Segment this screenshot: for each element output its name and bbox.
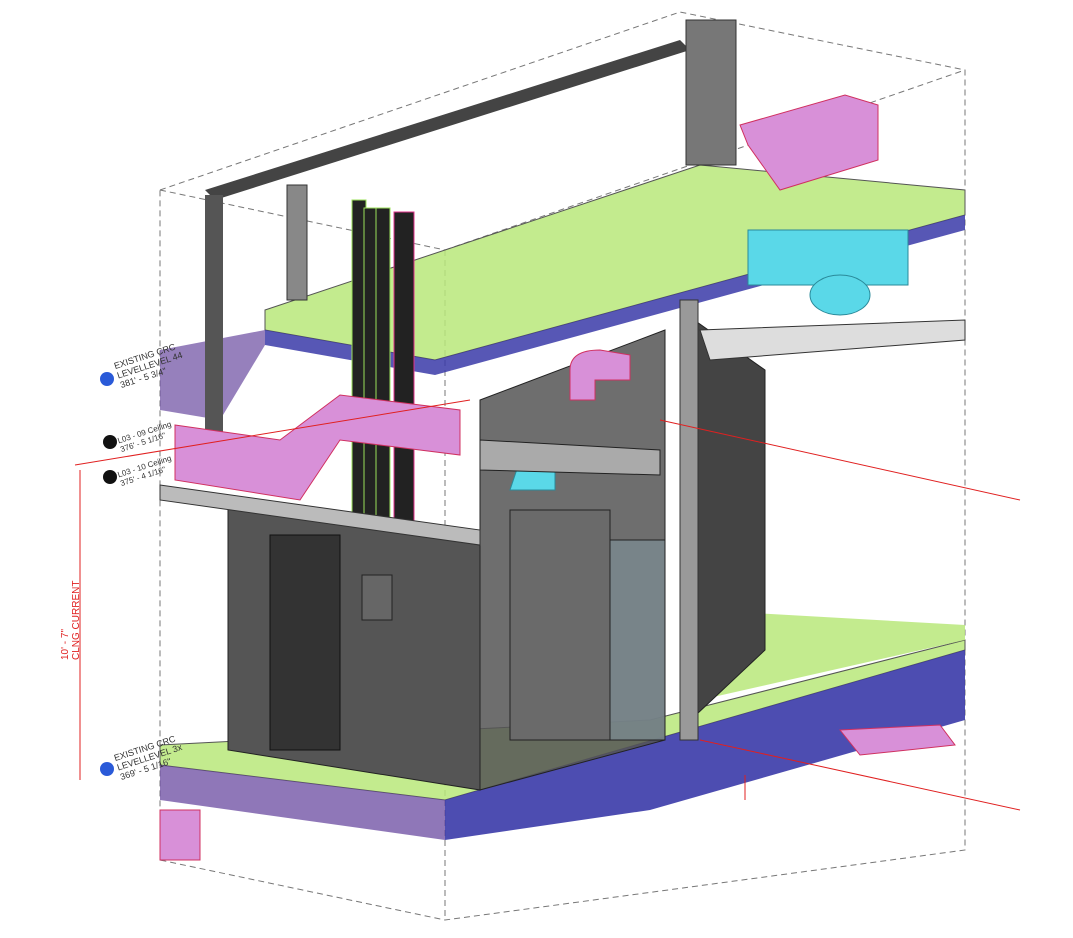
main-duct (174, 394, 461, 501)
cable-tray-mid (479, 439, 661, 476)
panel (361, 574, 393, 621)
electrical-cabinet-1 (509, 509, 611, 741)
fan-unit (809, 274, 871, 316)
wall-column-right (679, 299, 699, 741)
cable-tray-right (699, 319, 966, 361)
level-marker-icon[interactable] (100, 372, 114, 386)
door (269, 534, 341, 751)
dimension-lines (74, 399, 1021, 811)
roof-frame (205, 40, 690, 200)
air-handler (747, 229, 909, 286)
cable-tray-left (159, 484, 481, 546)
ceiling-marker-icon[interactable] (103, 470, 117, 484)
duct-elbow (569, 349, 631, 401)
lower-slab-front (160, 765, 445, 840)
elevator-wall (227, 504, 481, 791)
level-marker-icon[interactable] (100, 762, 114, 776)
wall-column (205, 195, 223, 475)
ceiling-marker-icon[interactable] (103, 435, 117, 449)
dimension-text: CLNG CURRENT (71, 580, 82, 660)
electrical-cabinet-2 (609, 539, 666, 741)
lower-slab-edge (445, 650, 965, 840)
upper-duct (739, 94, 879, 191)
pink-box (159, 809, 201, 861)
dimension-label[interactable]: 10' - 7" CLNG CURRENT (60, 581, 82, 660)
dimension-value: 10' - 7" (60, 628, 71, 660)
lower-duct (838, 724, 956, 756)
cabinet-top (685, 19, 737, 166)
lower-green-area (700, 610, 965, 700)
